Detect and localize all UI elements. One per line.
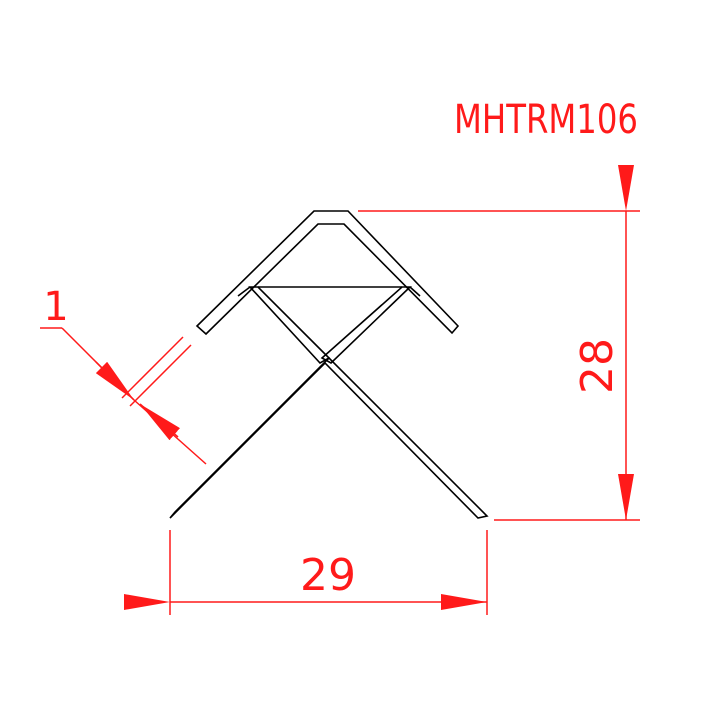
thickness-arrow-bottom (139, 403, 180, 441)
thickness-extension-b (129, 344, 192, 407)
thickness-leader-lower (133, 399, 207, 465)
profile-inner-web-left (248, 286, 331, 365)
profile-inner-line-a (237, 286, 251, 297)
width-dimension-value: 29 (300, 550, 356, 601)
profile-cap-outer (195, 210, 460, 336)
thickness-extension-a (121, 336, 184, 399)
profile-left-leg (169, 356, 489, 519)
profile-inner-line-b (409, 286, 421, 297)
part-code-label: MHTRM106 (454, 97, 638, 143)
thickness-arrow-top (95, 361, 135, 401)
trim-profile (169, 210, 489, 519)
dimension-lines (40, 165, 640, 615)
height-dimension-value: 28 (572, 338, 623, 394)
profile-inner-web-right (320, 286, 412, 364)
thickness-dimension-value: 1 (43, 284, 68, 330)
